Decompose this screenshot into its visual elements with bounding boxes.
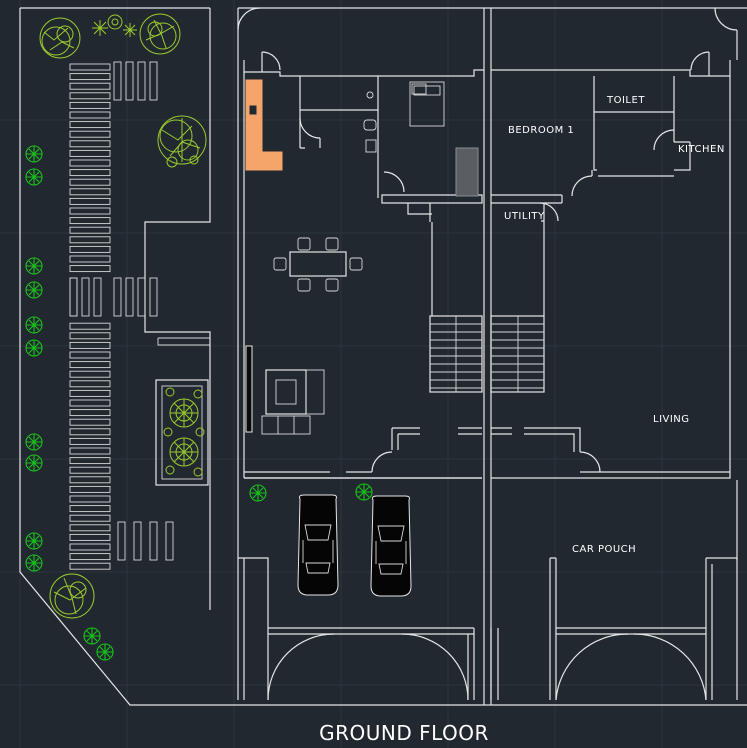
sofa-set: [261, 369, 325, 435]
shrub-icon: [25, 257, 43, 275]
tree-icon: [139, 13, 181, 55]
shrub-icon: [25, 145, 43, 163]
planter-trees: [163, 387, 205, 477]
dining-table: [273, 237, 363, 292]
shrub-icon: [25, 554, 43, 572]
front-gates: [238, 557, 738, 701]
shrub-icon: [92, 20, 108, 36]
tree-icon: [39, 17, 81, 59]
shrub-icon: [355, 483, 373, 501]
room-label-living: LIVING: [653, 414, 690, 425]
drawing-title: GROUND FLOOR: [319, 721, 489, 745]
shrub-icon: [107, 14, 123, 30]
room-label-utility: UTILITY: [504, 211, 545, 222]
landscape: [25, 13, 373, 661]
shrub-icon: [96, 643, 114, 661]
shrub-icon: [25, 316, 43, 334]
parking-stalls-left: [69, 63, 111, 570]
car-icon: [370, 495, 412, 597]
room-label-car-porch: CAR POUCH: [572, 544, 636, 555]
shower-icon: [365, 139, 377, 153]
room-label-kitchen: KITCHEN: [678, 144, 725, 155]
wardrobe: [455, 147, 479, 197]
shrub-icon: [83, 627, 101, 645]
shrub-icon: [249, 484, 267, 502]
stair-steps: [430, 316, 544, 392]
parking-stalls-right: [69, 61, 174, 561]
shrub-icon: [25, 532, 43, 550]
tv-unit: [245, 345, 253, 433]
living-walls: [244, 345, 730, 479]
car-icon: [297, 494, 339, 596]
shrub-icon: [25, 454, 43, 472]
left-unit-rooms: [299, 76, 483, 316]
staircase: [429, 315, 545, 393]
tree-icon: [49, 573, 95, 619]
site-boundary: [19, 8, 747, 706]
bed-icon: [409, 81, 445, 127]
right-unit-rooms: [491, 76, 691, 316]
room-label-toilet: TOILET: [606, 95, 645, 106]
shrub-icon: [25, 433, 43, 451]
shrub-icon: [25, 168, 43, 186]
shrub-icon: [123, 23, 137, 37]
shrub-icon: [25, 281, 43, 299]
wc-icon: [363, 119, 377, 131]
room-label-bedroom: BEDROOM 1: [508, 125, 574, 136]
parking-area: [69, 8, 211, 610]
shrubs: [25, 145, 373, 661]
basin-icon: [366, 91, 374, 99]
kitchen-counter: [245, 79, 283, 171]
tree-icon: [157, 115, 207, 168]
shrub-icon: [25, 339, 43, 357]
